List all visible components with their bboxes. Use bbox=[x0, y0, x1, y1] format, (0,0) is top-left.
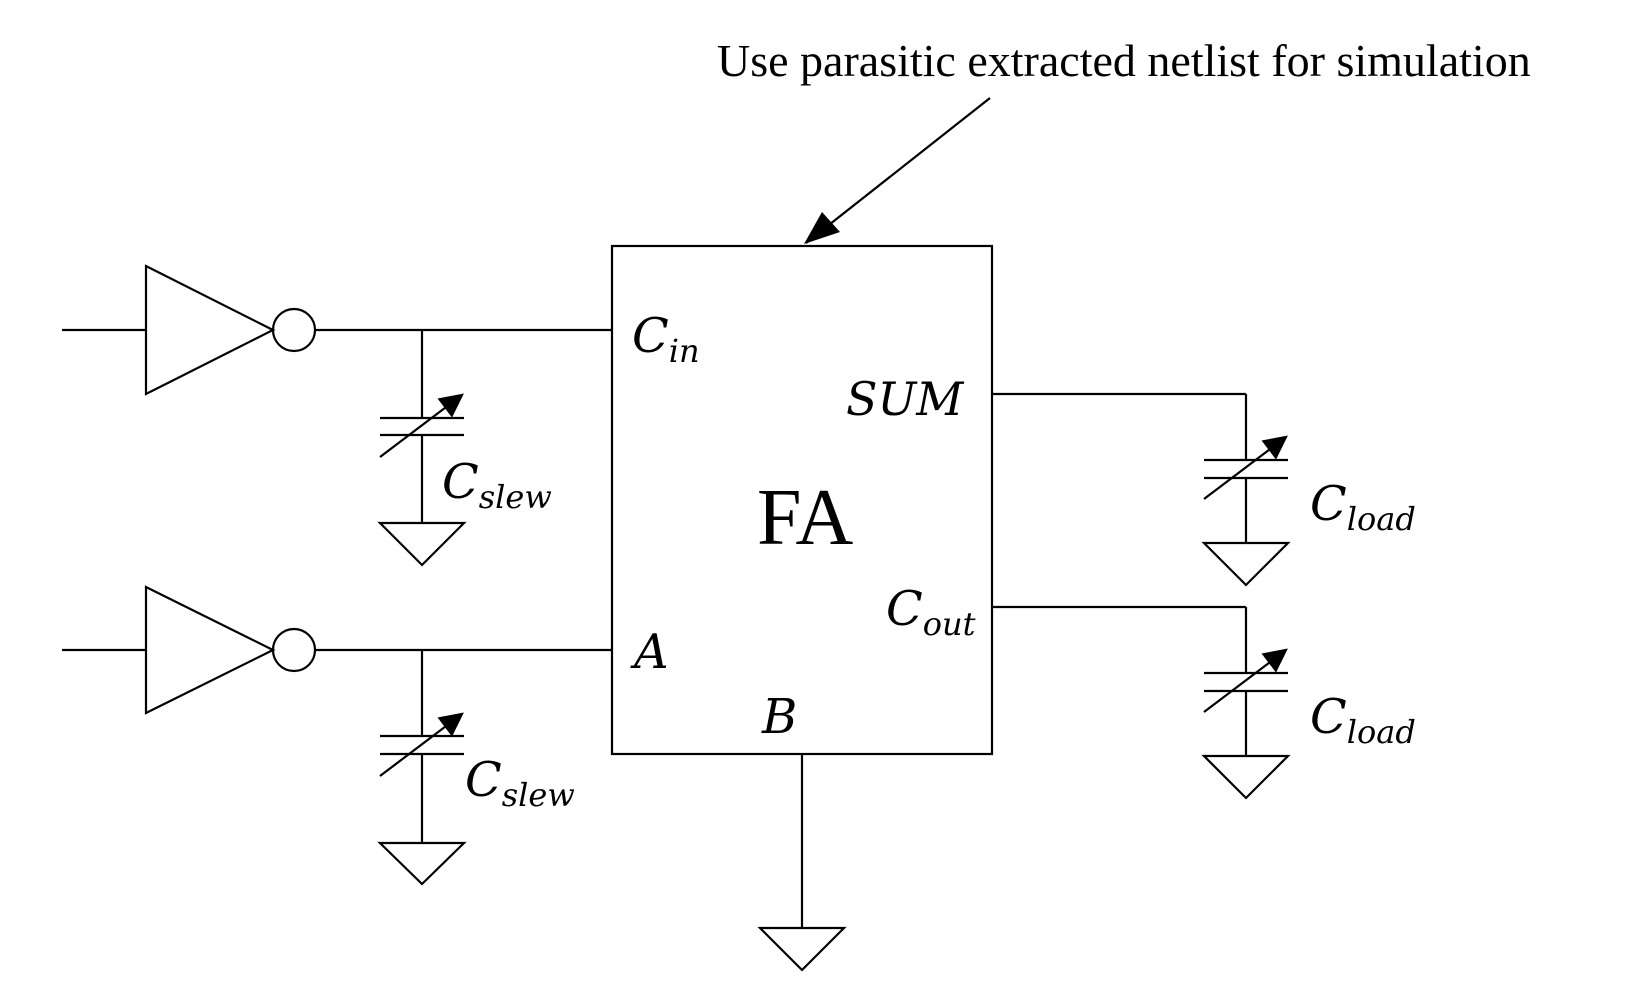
svg-text:Cload: Cload bbox=[1310, 689, 1416, 751]
svg-text:Cload: Cload bbox=[1310, 476, 1416, 538]
pin-a-label: A bbox=[630, 624, 669, 680]
annotation-arrow bbox=[805, 97, 991, 244]
pin-cin-label: Cin bbox=[632, 308, 700, 370]
svg-text:Cslew: Cslew bbox=[442, 454, 552, 516]
pin-cout-label: Cout bbox=[886, 581, 976, 643]
ground-icon bbox=[757, 926, 847, 972]
annotation-arrowhead bbox=[804, 212, 840, 244]
cslew-capacitor-1: Cslew bbox=[377, 330, 552, 567]
pin-b-label: B bbox=[761, 689, 797, 745]
cin-inverter-bubble bbox=[271, 307, 317, 353]
cslew-capacitor-2: Cslew bbox=[377, 650, 575, 886]
cin-inverter bbox=[144, 264, 276, 396]
ground-icon bbox=[1201, 541, 1291, 587]
cload-capacitor-cout: Cload bbox=[1201, 607, 1416, 800]
full-adder-block bbox=[610, 244, 994, 756]
a-inverter-bubble bbox=[271, 627, 317, 673]
pin-sum-label: SUM bbox=[846, 372, 965, 426]
block-label: FA bbox=[757, 474, 854, 562]
ground-icon bbox=[377, 521, 467, 567]
ground-icon bbox=[377, 841, 467, 886]
a-inverter bbox=[144, 585, 276, 715]
svg-text:Cslew: Cslew bbox=[465, 752, 575, 814]
cload-capacitor-sum: Cload bbox=[1201, 394, 1416, 587]
annotation-text: Use parasitic extracted netlist for simu… bbox=[717, 35, 1531, 86]
ground-icon bbox=[1201, 754, 1291, 800]
